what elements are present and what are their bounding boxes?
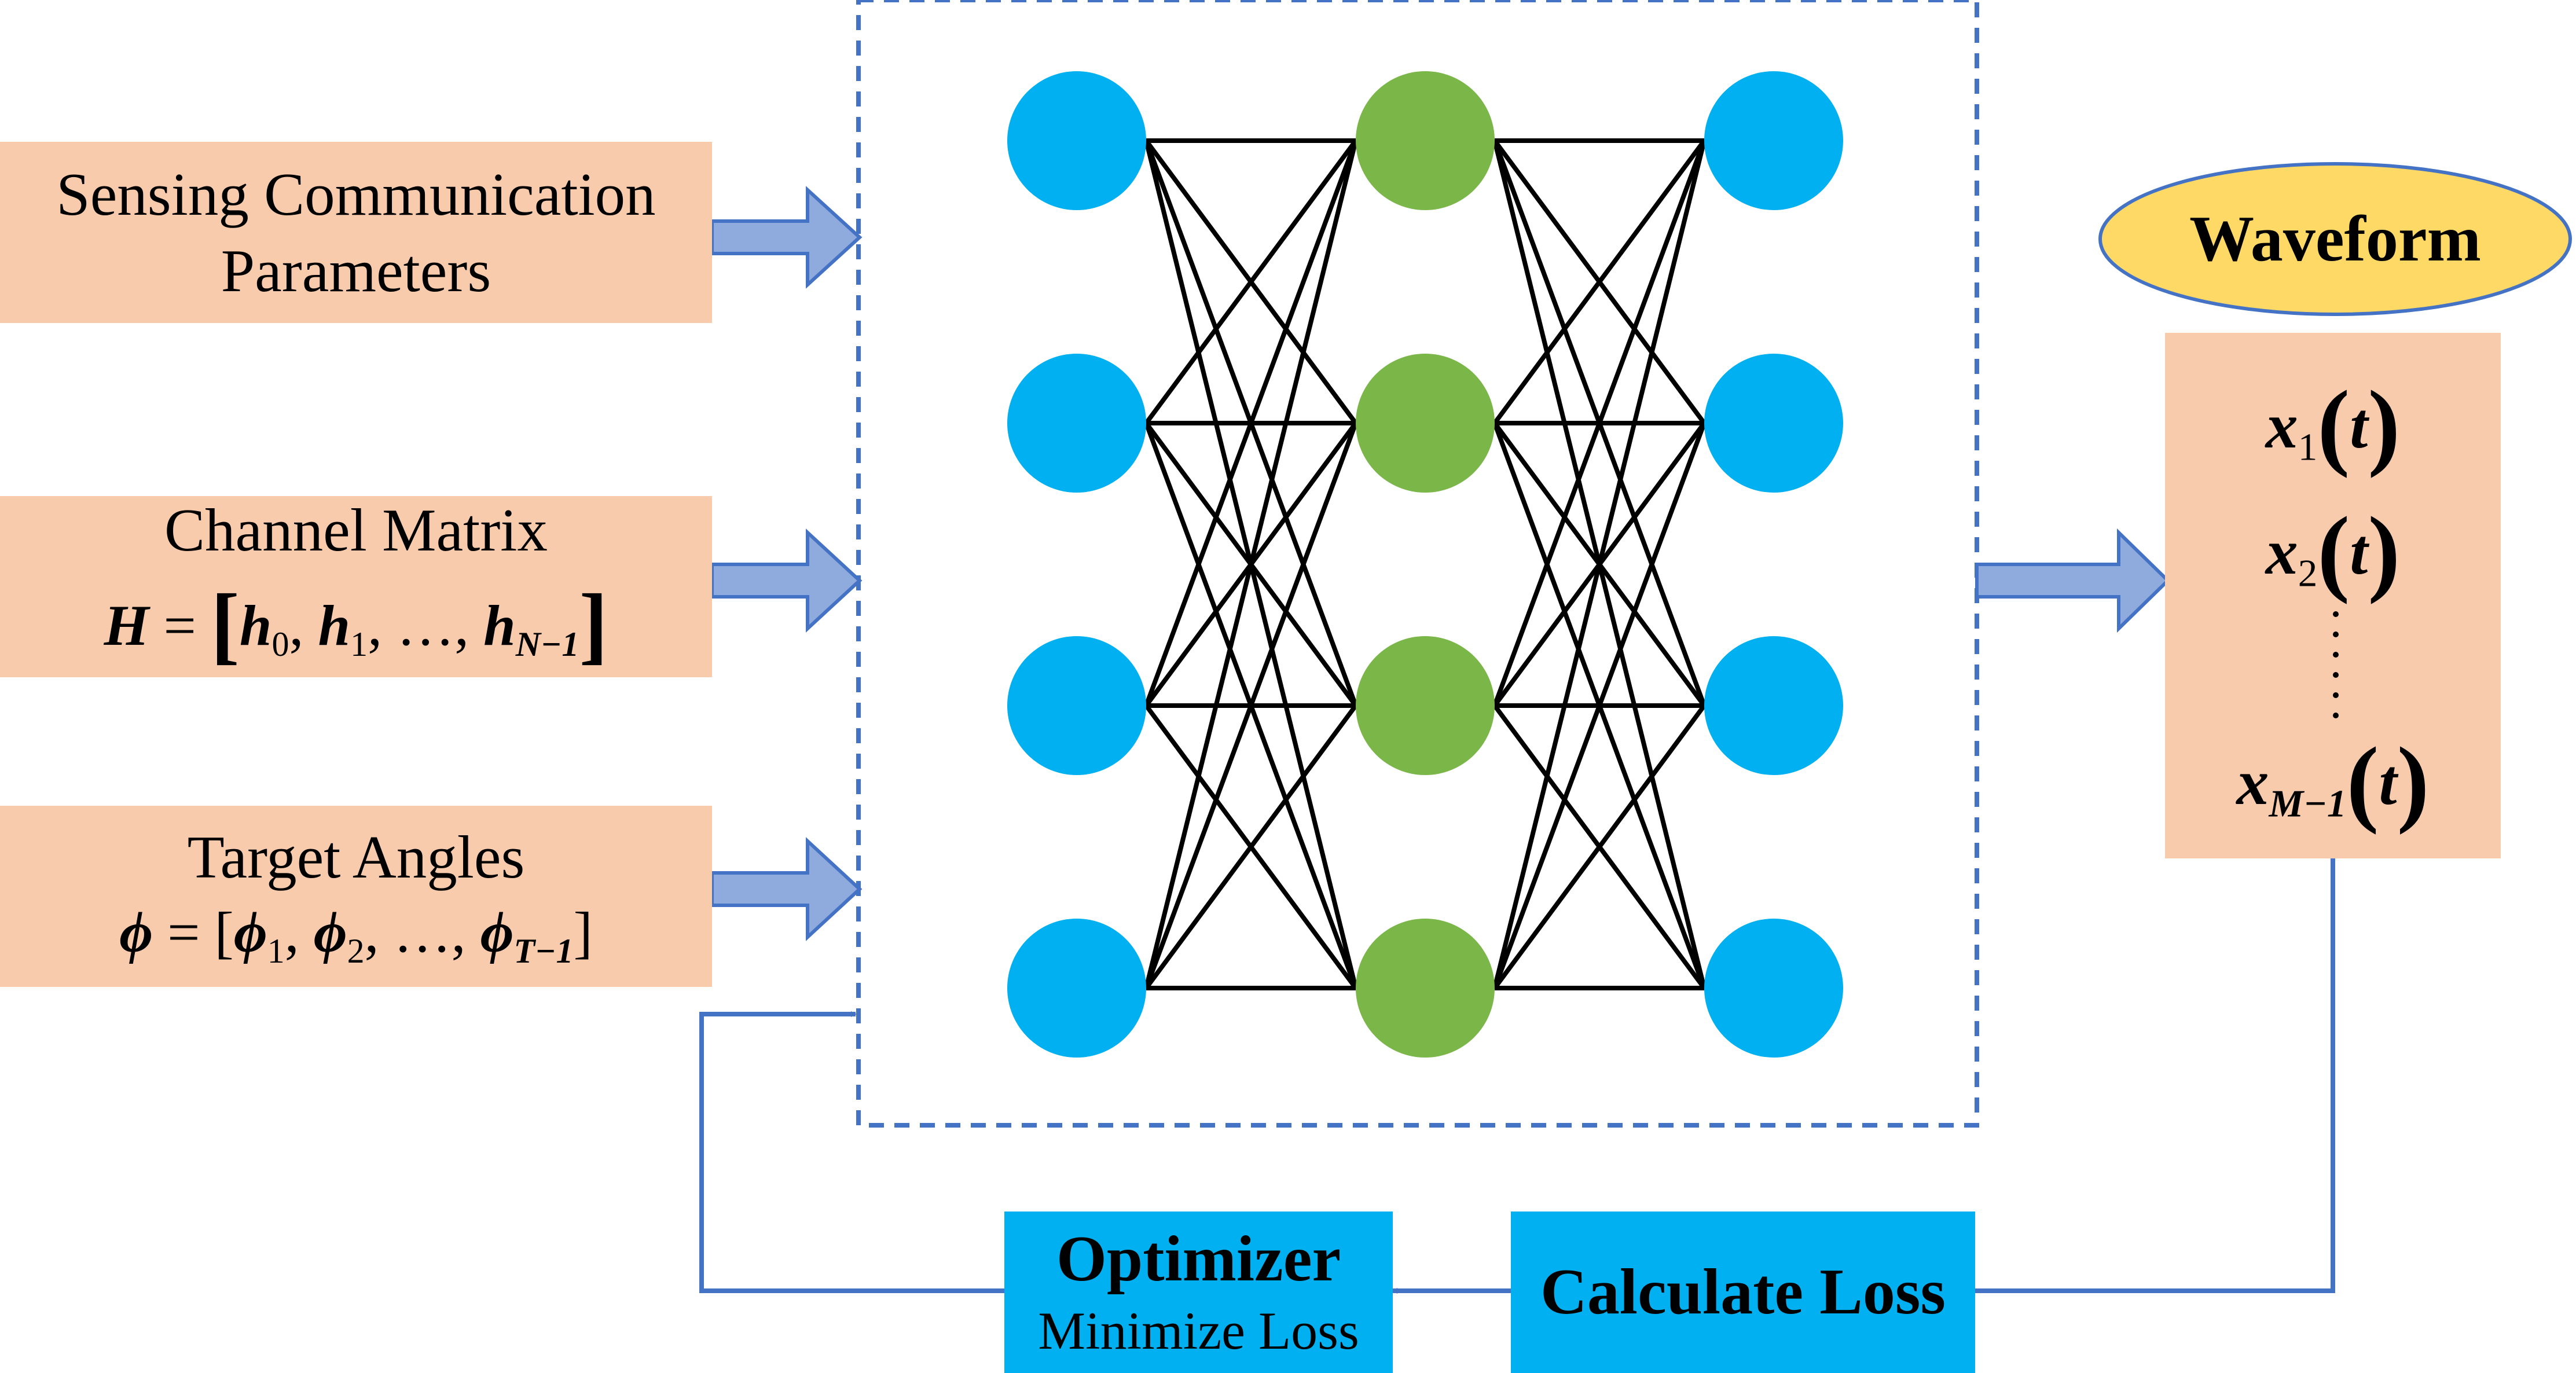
node-layer3-3	[1704, 636, 1843, 775]
node-layer2-2	[1356, 354, 1495, 493]
edge-l1-n4-to-n2	[1144, 422, 1358, 989]
output-x2-open: (	[2317, 497, 2350, 605]
connector-optimizer-to-network	[699, 1011, 1004, 1293]
arrow-params-to-network	[710, 186, 863, 289]
angles-phiT-sub: T−1	[513, 932, 574, 971]
edge-l2-n2-to-n1	[1492, 139, 1707, 425]
node-layer2-1	[1356, 71, 1495, 210]
optimizer-box: Optimizer Minimize Loss	[1004, 1212, 1393, 1373]
node-layer2-3	[1356, 636, 1495, 775]
channel-h1: h	[318, 593, 351, 658]
node-layer1-3	[1007, 636, 1146, 775]
channel-title: Channel Matrix	[164, 496, 548, 564]
angles-eq: =	[167, 900, 200, 965]
params-line2: Parameters	[221, 236, 491, 304]
edge-l2-n3-to-n1	[1492, 139, 1707, 707]
angles-phi1-sub: 1	[267, 932, 285, 971]
output-xM-t: t	[2379, 747, 2397, 819]
channel-eq: =	[163, 593, 196, 658]
output-x1-open: (	[2317, 371, 2350, 479]
waveform-label: Waveform	[2189, 203, 2481, 275]
output-x2-close: )	[2368, 497, 2401, 605]
angles-ellipsis: …	[393, 900, 452, 965]
angles-phi2: ϕ	[313, 900, 347, 965]
optimizer-subtitle: Minimize Loss	[1038, 1301, 1359, 1361]
channel-hN-sub: N−1	[515, 625, 579, 663]
angles-comma-3: ,	[451, 900, 466, 965]
output-x2-sub: 2	[2298, 551, 2318, 595]
edge-l1-n4-to-n3	[1144, 704, 1358, 990]
node-layer1-2	[1007, 354, 1146, 493]
output-xM-open: (	[2346, 728, 2379, 835]
output-x1-close: )	[2368, 371, 2401, 479]
edge-l2-n4-to-n3	[1492, 704, 1707, 990]
arrow-angles-to-network	[710, 837, 863, 941]
node-layer2-4	[1356, 919, 1495, 1058]
calculate-loss-label: Calculate Loss	[1540, 1256, 1946, 1328]
angles-phiT: ϕ	[480, 900, 514, 965]
output-x1-sub: 1	[2298, 425, 2318, 469]
channel-h0-sub: 0	[271, 625, 289, 663]
edge-l2-n4-to-n1	[1492, 140, 1707, 989]
arrow-network-to-output	[1975, 528, 2171, 633]
channel-h1-sub: 1	[350, 625, 368, 663]
calculate-loss-box: Calculate Loss	[1511, 1212, 1975, 1373]
params-line1: Sensing Communication	[56, 160, 656, 229]
output-xM-sub: M−1	[2269, 781, 2347, 825]
waveform-badge: Waveform	[2100, 174, 2570, 304]
output-box: x1(t) x2(t) xM−1(t)	[2165, 333, 2501, 858]
output-vertical-dots	[2333, 611, 2339, 718]
angles-comma-1: ,	[284, 900, 299, 965]
edge-l1-n3-to-n1	[1144, 139, 1358, 707]
edge-l1-n2-to-n1	[1144, 139, 1358, 425]
output-x2-t: t	[2350, 516, 2368, 589]
angles-open-bracket: [	[214, 900, 234, 965]
edge-l2-n4-to-n2	[1492, 422, 1707, 989]
params-box: Sensing Communication Parameters	[0, 142, 712, 323]
channel-h0: h	[239, 593, 272, 658]
channel-comma-1: ,	[289, 593, 304, 658]
node-layer3-2	[1704, 354, 1843, 493]
output-x1-t: t	[2350, 390, 2368, 462]
channel-comma-2: ,	[368, 593, 383, 658]
output-x2-var: x	[2265, 516, 2298, 589]
output-xM-var: x	[2236, 747, 2269, 819]
angles-lhs: ϕ	[119, 900, 153, 965]
channel-ellipsis: …	[397, 593, 455, 658]
network-edges	[1144, 138, 1707, 990]
edge-l1-n4-to-n1	[1144, 140, 1358, 989]
channel-comma-3: ,	[454, 593, 469, 658]
channel-matrix-formula: H = [h0, h1, …, hN−1]	[104, 568, 608, 681]
angles-phi1: ϕ	[233, 900, 267, 965]
angles-box: Target Angles ϕ = [ϕ1, ϕ2, …, ϕT−1]	[0, 806, 712, 987]
channel-close-bracket: ]	[579, 576, 608, 673]
channel-open-bracket: [	[210, 576, 240, 673]
angles-comma-2: ,	[364, 900, 379, 965]
node-layer3-4	[1704, 919, 1843, 1058]
node-layer1-4	[1007, 919, 1146, 1058]
arrow-channel-to-network	[710, 528, 863, 633]
channel-lhs: H	[104, 593, 149, 658]
angles-title: Target Angles	[187, 823, 525, 891]
connector-output-to-calc	[1975, 858, 2335, 1293]
output-xM-close: )	[2397, 728, 2430, 835]
output-x1: x1(t)	[2266, 376, 2401, 473]
node-layer1-1	[1007, 71, 1146, 210]
channel-hN: h	[483, 593, 516, 658]
optimizer-title: Optimizer	[1056, 1223, 1341, 1295]
node-layer3-1	[1704, 71, 1843, 210]
angles-phi2-sub: 2	[347, 932, 365, 971]
angles-formula: ϕ = [ϕ1, ϕ2, …, ϕT−1]	[119, 895, 593, 974]
angles-close-bracket: ]	[573, 900, 593, 965]
waveform-badge-shape	[2098, 162, 2572, 316]
output-x2: x2(t)	[2266, 502, 2401, 600]
output-xM: xM−1(t)	[2236, 733, 2429, 830]
output-x1-var: x	[2265, 390, 2298, 462]
network-nodes	[1007, 71, 1843, 1058]
channel-box: Channel Matrix H = [h0, h1, …, hN−1]	[0, 496, 712, 677]
